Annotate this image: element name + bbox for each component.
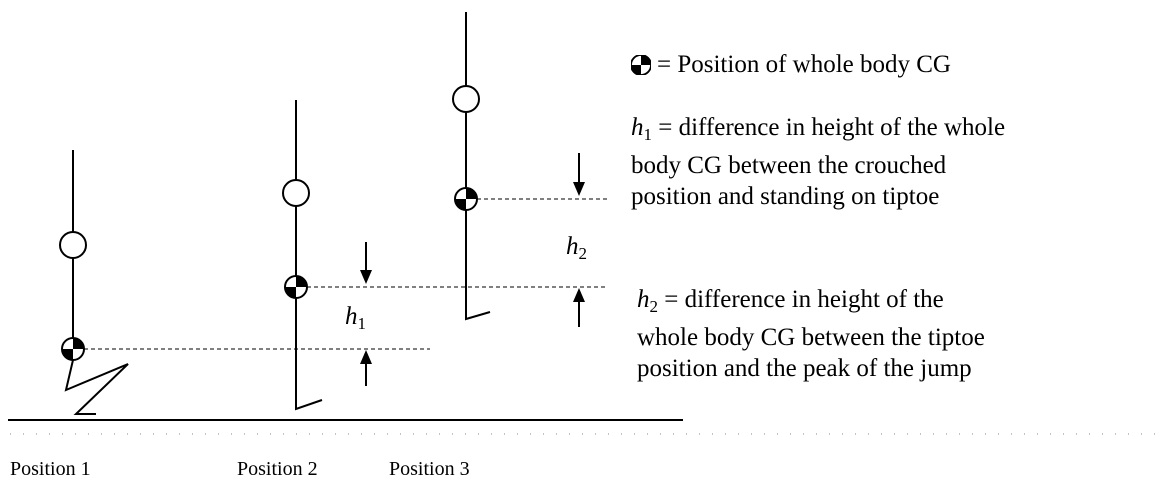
cg-marker-2: [284, 275, 308, 299]
head-3: [452, 85, 480, 113]
legend-cg: = Position of whole body CG: [631, 49, 951, 80]
position-label-3: Position 3: [389, 458, 470, 480]
head-2: [282, 179, 310, 207]
h2-arrows: [573, 153, 585, 327]
h1-diagram-label: h1: [345, 303, 366, 333]
head-1: [59, 231, 87, 259]
legend-h2: h2 = difference in height of the whole b…: [637, 286, 985, 382]
position-label-1: Position 1: [10, 458, 91, 480]
cg-marker-3: [454, 187, 478, 211]
figure-position-2: [282, 100, 323, 411]
position-label-2: Position 2: [237, 458, 318, 480]
cg-symbol-icon: [631, 55, 651, 75]
figure-position-1: [59, 150, 129, 415]
h1-arrows: [360, 242, 372, 386]
figure-position-3: [452, 12, 491, 321]
legend-h1: h1 = difference in height of the whole b…: [631, 114, 1006, 210]
h2-diagram-label: h2: [566, 233, 587, 263]
cg-marker-1: [61, 337, 85, 361]
